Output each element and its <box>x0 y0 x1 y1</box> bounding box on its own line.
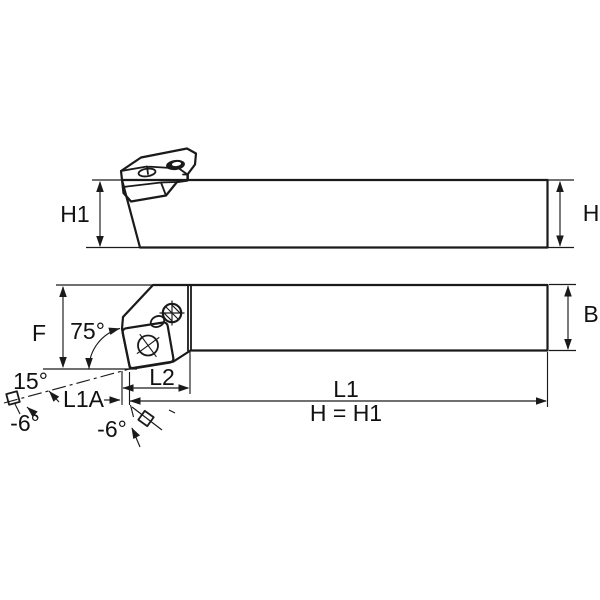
ext-line-corner-cont <box>129 404 135 418</box>
plan-view-body <box>120 283 549 370</box>
clamp-hole-icon <box>137 167 157 178</box>
dim-f: F <box>32 284 153 370</box>
neg6-left-label: -6° <box>10 410 40 436</box>
insert-section-icon <box>137 409 155 428</box>
dim-l1-label: L1 <box>333 376 359 402</box>
insert <box>121 321 175 370</box>
dim-h1-label: H1 <box>60 201 89 227</box>
screw-icon <box>159 300 185 326</box>
angle15-label: 15° <box>13 368 48 394</box>
dim-h1: H1 <box>60 179 140 249</box>
dim-l1a-label: L1A <box>63 386 105 412</box>
neg6-right-label: -6° <box>97 416 127 442</box>
angle75-label: 75° <box>70 318 105 344</box>
plan-view: F 75° 15° L1A <box>3 283 599 448</box>
clamp-head-body <box>119 147 198 203</box>
dim-l2: L2 <box>122 352 191 394</box>
dim-angle75: 75° <box>70 318 121 370</box>
centerline <box>3 366 138 404</box>
clamp-head <box>119 147 198 203</box>
dim-l2-label: L2 <box>149 364 175 390</box>
dim-h: H <box>547 179 600 249</box>
insert-hole-icon <box>136 333 160 358</box>
side-view: H1 H <box>60 147 600 249</box>
dim-angle15: 15° <box>3 366 138 404</box>
insert-section-icon <box>5 390 21 406</box>
clamp-screw-center <box>171 161 182 167</box>
dim-l1a: L1A <box>63 386 121 412</box>
side-view-shank <box>120 178 549 249</box>
dim-f-label: F <box>32 320 46 346</box>
rake-symbol-left: -6° <box>5 390 40 436</box>
dim-h-label: H <box>583 200 600 226</box>
insert-body <box>121 321 175 370</box>
dim-l1: L1 H = H1 <box>129 352 549 426</box>
rake-symbol-lower: -6° <box>97 406 176 448</box>
dim-b: B <box>549 283 599 352</box>
clamp-head-edges <box>120 165 189 197</box>
h-equals-h1-label: H = H1 <box>310 400 382 426</box>
dim-b-label: B <box>583 301 598 327</box>
